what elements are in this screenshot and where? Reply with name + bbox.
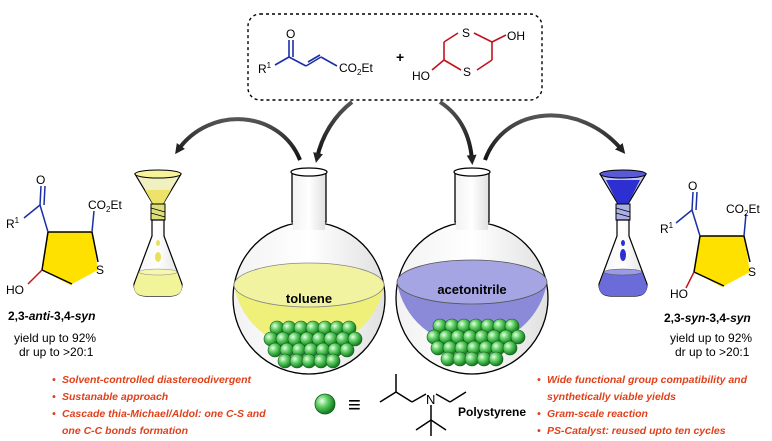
left-product-ho: HO	[6, 283, 24, 297]
feature-right-2: synthetically viable yields	[547, 391, 676, 403]
right-product-sulfur: S	[748, 265, 756, 279]
toluene-label: toluene	[286, 291, 332, 306]
catalyst-beads-acetonitrile	[426, 318, 526, 367]
acetonitrile-bead	[502, 340, 518, 356]
right-product-oxygen: O	[688, 179, 697, 193]
features-left: • Solvent-controlled diastereodivergent …	[52, 374, 266, 437]
right-product-structure	[675, 191, 751, 289]
bullet-dot-right-3: •	[537, 408, 541, 420]
toluene-bead	[347, 331, 363, 347]
enone-ester-label: CO2Et	[339, 61, 373, 77]
feature-left-2: Sustanable approach	[62, 391, 168, 403]
enone-structure	[274, 40, 338, 67]
catalyst-definition: ≡ N Polystyrene	[314, 374, 526, 436]
toluene-bead	[339, 342, 355, 358]
right-product-yield: yield up to 92%	[670, 331, 752, 345]
left-product-yield: yield up to 92%	[14, 331, 96, 345]
curved-arrows	[175, 100, 626, 165]
right-product-name: 2,3-syn-3,4-syn	[664, 311, 751, 325]
left-filtration-apparatus	[133, 169, 183, 297]
left-product-r: R1	[6, 216, 20, 231]
enone-r-label: R1	[258, 61, 272, 76]
bullet-dot-left-2: •	[52, 391, 56, 403]
bullet-dot-left-3: •	[52, 408, 56, 420]
plus-sign: +	[396, 49, 404, 65]
equivalence-symbol: ≡	[348, 392, 361, 417]
right-product-dr: dr up to >20:1	[675, 345, 750, 359]
right-product-ester: CO2Et	[726, 202, 760, 218]
dithiane-s-bottom: S	[463, 65, 471, 79]
dithiane-ho-left: HO	[412, 69, 430, 83]
acetonitrile-bead	[488, 351, 504, 367]
feature-left-3: Cascade thia-Michael/Aldol: one C-S and	[62, 408, 266, 420]
feature-right-4: PS-Catalyst: reused upto ten cycles	[547, 425, 726, 437]
features-right: • Wide functional group compatibility an…	[537, 374, 748, 437]
enone-oxygen-label: O	[286, 27, 295, 41]
dithiane-s-top: S	[462, 26, 470, 40]
catalyst-beads-toluene	[263, 320, 363, 369]
bullet-dot-right-1: •	[537, 374, 541, 386]
right-filtration-apparatus	[598, 169, 648, 297]
left-product-sulfur: S	[96, 263, 104, 277]
left-product-ester: CO2Et	[88, 198, 122, 214]
right-product-ho: HO	[670, 287, 688, 301]
catalyst-amine-structure	[379, 374, 467, 436]
feature-left-1: Solvent-controlled diastereodivergent	[62, 374, 252, 386]
feature-right-3: Gram-scale reaction	[547, 408, 648, 420]
toluene-bead	[325, 353, 341, 369]
dithiane-oh-right: OH	[507, 29, 525, 43]
left-product-structure	[23, 185, 99, 285]
reactants-box	[247, 13, 543, 101]
acetonitrile-label: acetonitrile	[437, 282, 506, 297]
left-product-dr: dr up to >20:1	[19, 345, 94, 359]
acetonitrile-bead	[510, 329, 526, 345]
bullet-dot-left-1: •	[52, 374, 56, 386]
dithiane-structure	[431, 32, 507, 71]
feature-right-1: Wide functional group compatibility and	[547, 374, 748, 386]
left-product-name: 2,3-anti-3,4-syn	[8, 309, 95, 323]
catalyst-bead-icon	[314, 393, 336, 415]
left-product-oxygen: O	[36, 173, 45, 187]
catalyst-nitrogen: N	[426, 392, 435, 407]
catalyst-polymer-label: Polystyrene	[458, 405, 526, 419]
right-product-r: R1	[660, 221, 674, 236]
bullet-dot-right-4: •	[537, 425, 541, 437]
feature-left-4: one C-C bonds formation	[62, 425, 188, 437]
